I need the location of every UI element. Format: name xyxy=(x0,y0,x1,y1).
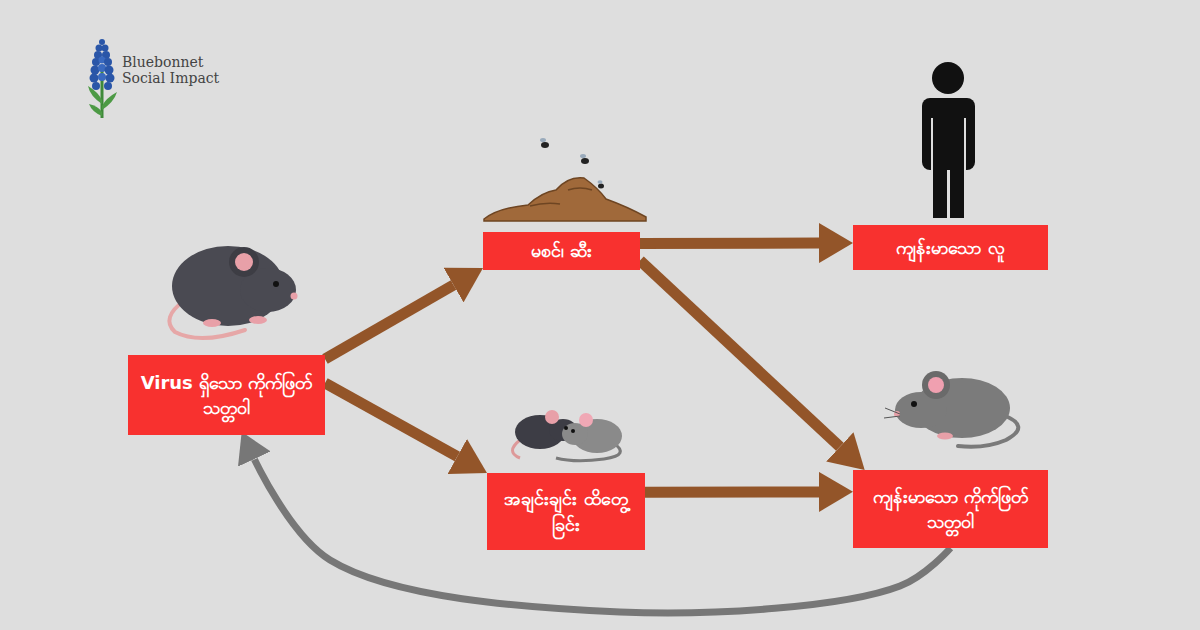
flow-arrow xyxy=(254,459,950,613)
node-text: မစင်၊ ဆီး xyxy=(531,238,592,263)
mouse-illustration xyxy=(884,371,1018,447)
flow-arrow xyxy=(325,383,457,456)
flow-arrow xyxy=(645,486,819,497)
node-text: ကျန်းမာသော ကိုက်ဖြတ်သတ္တဝါ xyxy=(859,484,1042,534)
flow-arrow xyxy=(640,261,840,447)
logo-text: Social Impact xyxy=(122,71,219,86)
process-box: ကျန်းမာသော လူ xyxy=(853,225,1048,270)
feces-illustration xyxy=(484,138,646,221)
process-box: Virus ရှိသော ကိုက်ဖြတ်သတ္တဝါ xyxy=(128,355,325,435)
flow-arrow xyxy=(325,285,454,359)
logo-text: Bluebonnet xyxy=(122,55,203,70)
process-box: အချင်းချင်း ထိတွေ့ခြင်း xyxy=(487,473,645,550)
mice-contact-illustration xyxy=(513,410,623,461)
node-text: Virus ရှိသော ကိုက်ဖြတ်သတ္တဝါ xyxy=(134,370,319,420)
rat-illustration xyxy=(169,246,297,338)
process-box: ကျန်းမာသော ကိုက်ဖြတ်သတ္တဝါ xyxy=(853,470,1048,548)
node-text: ကျန်းမာသော လူ xyxy=(896,235,1004,260)
node-text: အချင်းချင်း ထိတွေ့ခြင်း xyxy=(493,486,639,536)
flow-arrow xyxy=(640,238,819,249)
process-box: မစင်၊ ဆီး xyxy=(483,232,640,270)
logo-flower xyxy=(88,39,117,118)
person-silhouette xyxy=(922,62,975,218)
